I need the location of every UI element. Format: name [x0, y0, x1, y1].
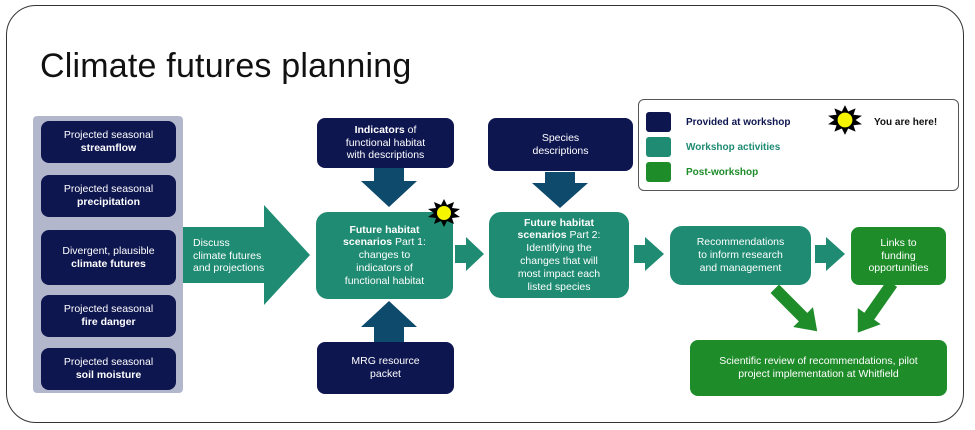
legend-provided-swatch [646, 112, 671, 132]
legend-post-label: Post-workshop [686, 167, 759, 178]
funding-to-review-arrow [857, 279, 898, 333]
legend: Provided at workshop Workshop activities… [638, 99, 959, 191]
legend-here-label: You are here! [874, 117, 938, 128]
diagram-frame [6, 5, 964, 423]
legend-activities-label: Workshop activities [686, 142, 781, 153]
mrg-up-arrow [361, 301, 417, 343]
scenario2-to-recommendations-arrow [634, 237, 664, 271]
legend-sun-icon [828, 105, 862, 135]
species-down-arrow [532, 172, 588, 208]
diagram-title: Climate futures planning [40, 47, 412, 85]
discuss-arrow [183, 205, 310, 305]
recommendations-to-funding-arrow [815, 237, 845, 271]
legend-provided-label: Provided at workshop [686, 117, 791, 128]
indicators-down-arrow [361, 166, 417, 207]
scenario1-to-scenario2-arrow [455, 237, 484, 271]
legend-activities-swatch [646, 137, 671, 157]
sun-icon [428, 199, 460, 227]
review-box: Scientific review of recommendations, pi… [690, 340, 947, 396]
legend-post-swatch [646, 162, 671, 182]
recommendations-to-review-arrow [770, 284, 818, 332]
